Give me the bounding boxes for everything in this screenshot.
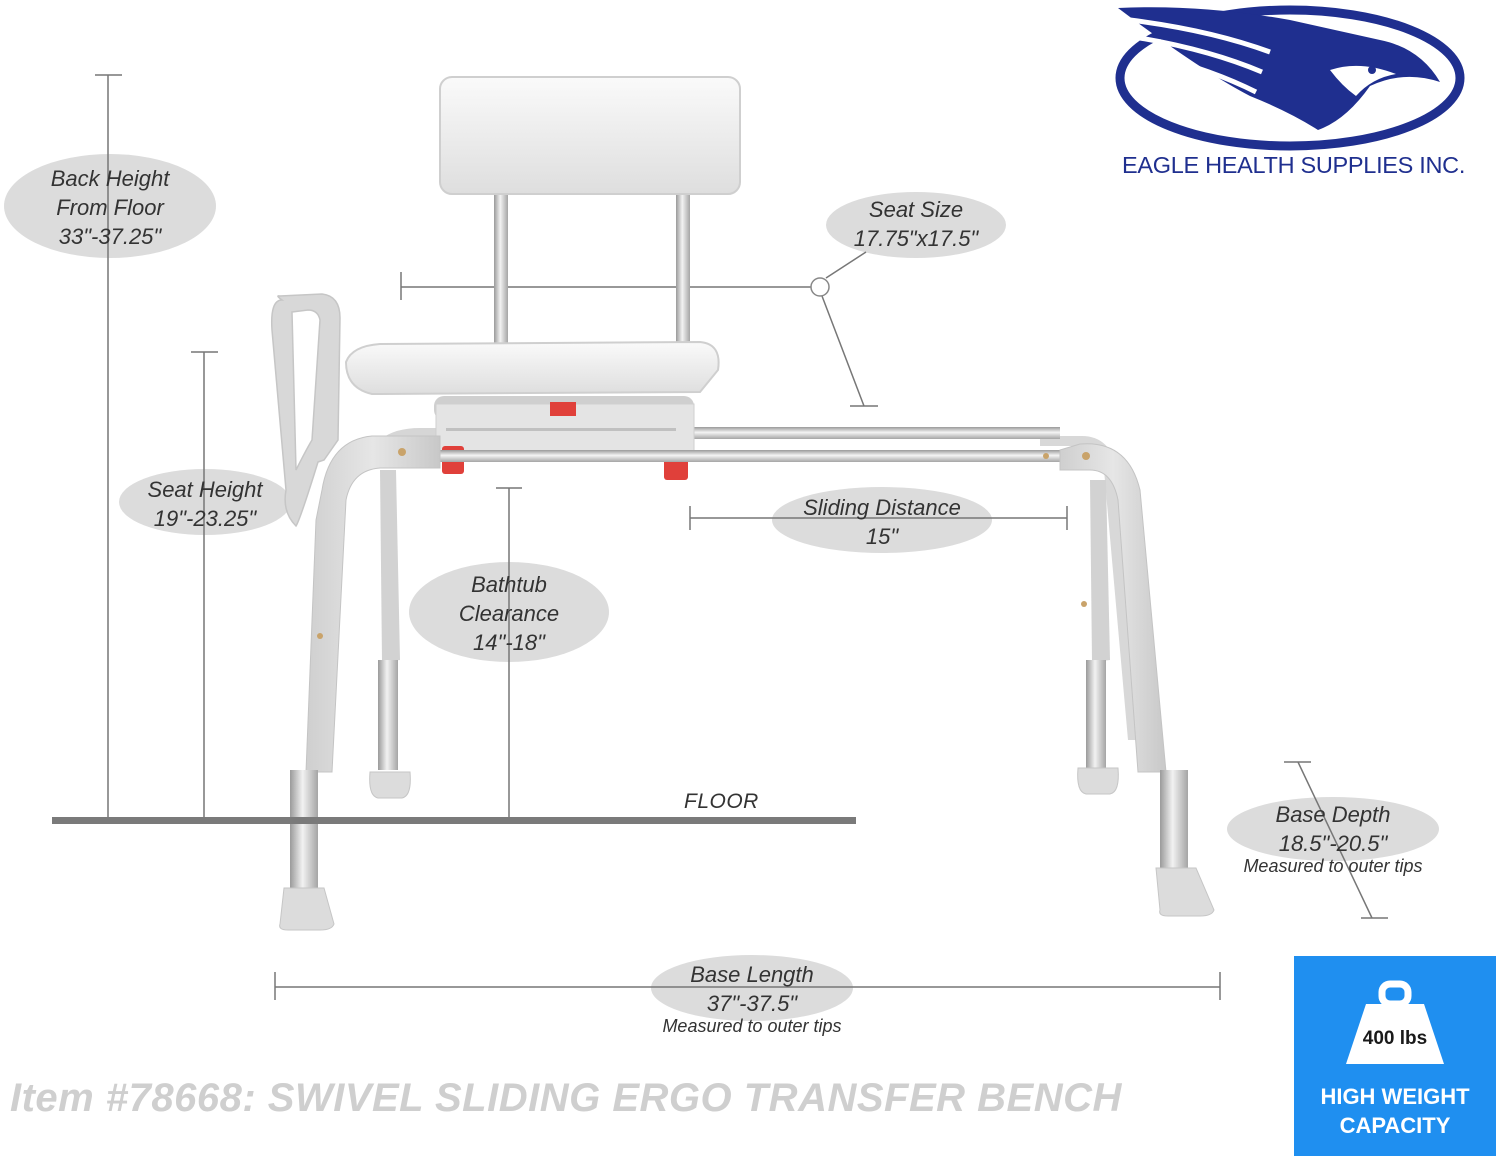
- dimension-lines: [95, 74, 1388, 1000]
- backrest: [439, 76, 741, 195]
- back-height-line2: From Floor: [56, 195, 164, 220]
- sliding-distance-value: 15": [865, 524, 899, 549]
- base-length-bubble: [651, 955, 853, 1021]
- transfer-bench: [270, 76, 1215, 931]
- sliding-distance-bubble: [772, 487, 992, 553]
- bathtub-clearance-value: 14"-18": [473, 630, 545, 655]
- base-length-value: 37"-37.5": [706, 991, 798, 1016]
- company-name: EAGLE HEALTH SUPPLIES INC.: [1122, 152, 1466, 178]
- armrest: [270, 293, 341, 528]
- floor-label: FLOOR: [684, 790, 759, 813]
- slide-rail: [440, 450, 1090, 462]
- seat-height-bubble: [119, 469, 291, 535]
- seat: [344, 340, 720, 396]
- seat-height-title: Seat Height: [147, 477, 263, 502]
- item-title: Item #78668: SWIVEL SLIDING ERGO TRANSFE…: [10, 1076, 1122, 1120]
- bathtub-clearance-line2: Clearance: [458, 601, 560, 626]
- base-depth-title: Base Depth: [1275, 802, 1391, 827]
- base-depth-note: Measured to outer tips: [1243, 856, 1423, 876]
- seat-size-label: Seat Size 17.75"x17.5": [826, 195, 1006, 253]
- seat-size-value: 17.75"x17.5": [853, 226, 979, 251]
- seat-size-bubble: [826, 192, 1006, 258]
- sliding-distance-label: Sliding Distance 15": [772, 493, 992, 551]
- bathtub-clearance-label: Bathtub Clearance 14"-18": [409, 570, 609, 657]
- base-length-title: Base Length: [690, 962, 814, 987]
- label-bubbles: [4, 154, 1439, 1021]
- base-length-note: Measured to outer tips: [662, 1016, 842, 1036]
- floor-line: [52, 817, 856, 824]
- base-depth-bubble: [1227, 797, 1439, 861]
- seat-height-value: 19"-23.25": [153, 506, 257, 531]
- seat-size-title: Seat Size: [868, 197, 964, 222]
- base-depth-value: 18.5"-20.5": [1278, 831, 1388, 856]
- weight-icon: [1346, 980, 1444, 1064]
- capacity-line2: CAPACITY: [1339, 1113, 1451, 1138]
- back-height-value: 33"-37.25": [58, 224, 162, 249]
- bathtub-clearance-line1: Bathtub: [471, 572, 547, 597]
- sliding-distance-title: Sliding Distance: [803, 495, 961, 520]
- left-frame: [305, 435, 441, 773]
- base-depth-label: Base Depth 18.5"-20.5": [1233, 800, 1433, 858]
- weight-value: 400 lbs: [1362, 1028, 1428, 1049]
- base-length-label: Base Length 37"-37.5": [652, 960, 852, 1018]
- seat-height-label: Seat Height 19"-23.25": [119, 475, 291, 533]
- back-height-bubble: [4, 154, 216, 258]
- capacity-line1: HIGH WEIGHT: [1320, 1084, 1470, 1109]
- eagle-logo-icon: [1115, 5, 1465, 151]
- seat-size-marker: [810, 277, 830, 297]
- capacity-text: HIGH WEIGHT CAPACITY: [1294, 1082, 1496, 1140]
- back-height-label: Back Height From Floor 33"-37.25": [10, 164, 210, 251]
- back-height-line1: Back Height: [50, 166, 170, 191]
- weight-capacity-badge: 400 lbs HIGH WEIGHT CAPACITY: [1294, 956, 1496, 1156]
